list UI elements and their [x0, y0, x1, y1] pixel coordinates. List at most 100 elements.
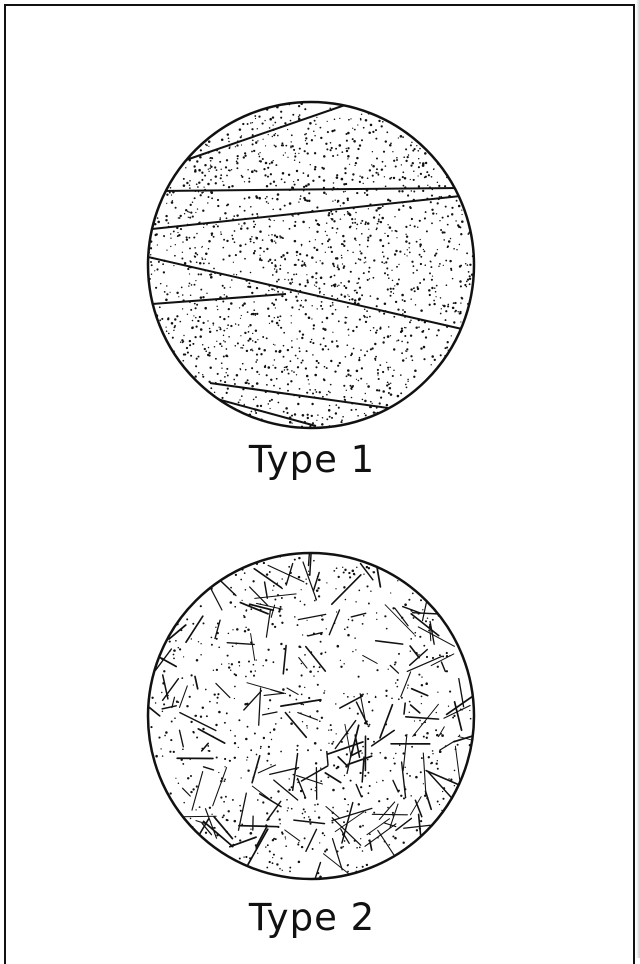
stipple-dot: [244, 332, 246, 334]
needle-crystal: [335, 721, 355, 749]
stipple-dot: [309, 227, 310, 228]
stipple-dot: [326, 317, 329, 320]
stipple-dot: [299, 114, 301, 116]
stipple-dot: [310, 164, 311, 165]
stipple-dot: [263, 168, 265, 170]
stipple-dot: [424, 152, 427, 155]
stipple-dot: [210, 166, 212, 168]
type2-specimen-circle: [148, 543, 479, 888]
stipple-dot: [439, 654, 441, 656]
needle-crystal: [285, 830, 300, 841]
stipple-dot: [156, 268, 158, 270]
stipple-dot: [360, 838, 361, 839]
stipple-dot: [245, 676, 247, 678]
stipple-dot: [237, 155, 239, 157]
stipple-dot: [250, 671, 252, 673]
stipple-dot: [281, 178, 283, 180]
stipple-dot: [163, 703, 165, 705]
stipple-dot: [315, 762, 317, 764]
stipple-dot: [270, 379, 272, 381]
stipple-dot: [329, 405, 330, 406]
stipple-dot: [301, 264, 303, 266]
stipple-dot: [223, 335, 224, 336]
stipple-dot: [187, 352, 189, 354]
needle-crystal: [404, 825, 431, 828]
stipple-dot: [263, 737, 265, 739]
stipple-dot: [372, 175, 374, 177]
stipple-dot: [432, 212, 434, 214]
stipple-dot: [251, 128, 253, 130]
stipple-dot: [370, 348, 372, 350]
stipple-dot: [150, 261, 152, 263]
stipple-dot: [387, 274, 389, 276]
needle-crystal: [227, 643, 254, 645]
stipple-dot: [274, 289, 275, 290]
stipple-dot: [190, 775, 192, 777]
stipple-dot: [381, 217, 384, 220]
needle-crystal: [264, 693, 283, 695]
stipple-dot: [223, 330, 225, 332]
stipple-dot: [420, 256, 422, 258]
type2-needles: [148, 543, 479, 888]
stipple-dot: [233, 262, 234, 263]
stipple-dot: [368, 567, 370, 569]
stipple-dot: [369, 724, 371, 726]
stipple-dot: [269, 732, 271, 734]
stipple-dot: [376, 612, 377, 613]
stipple-dot: [241, 600, 242, 601]
stipple-dot: [260, 353, 262, 355]
stipple-dot: [271, 234, 273, 236]
stipple-dot: [260, 746, 262, 748]
stipple-dot: [359, 181, 361, 183]
stipple-dot: [420, 263, 422, 265]
stipple-dot: [446, 652, 448, 654]
needle-crystal: [293, 754, 298, 791]
stipple-dot: [304, 817, 306, 819]
stipple-dot: [198, 372, 200, 374]
stipple-dot: [155, 287, 157, 289]
stipple-dot: [290, 360, 292, 362]
stipple-dot: [454, 785, 455, 786]
stipple-dot: [298, 153, 299, 154]
stipple-dot: [236, 374, 239, 377]
stipple-dot: [204, 164, 206, 166]
stipple-dot: [427, 185, 428, 186]
stipple-dot: [387, 224, 388, 225]
stipple-dot: [207, 745, 209, 747]
stipple-dot: [312, 393, 314, 395]
stipple-dot: [227, 655, 229, 657]
stipple-dot: [314, 374, 317, 377]
stipple-dot: [424, 217, 426, 219]
stipple-dot: [361, 294, 363, 296]
stipple-dot: [338, 268, 340, 270]
stipple-dot: [228, 147, 230, 149]
stipple-dot: [305, 299, 307, 301]
stipple-dot: [421, 757, 423, 759]
stipple-dot: [298, 105, 300, 107]
stipple-dot: [363, 615, 365, 617]
stipple-dot: [228, 336, 230, 338]
stipple-dot: [272, 198, 274, 200]
stipple-dot: [262, 139, 263, 140]
stipple-dot: [272, 661, 274, 663]
stipple-dot: [400, 331, 402, 333]
stipple-dot: [387, 199, 390, 202]
stipple-dot: [274, 599, 276, 601]
stipple-dot: [418, 326, 420, 328]
stipple-dot: [316, 420, 317, 421]
stipple-dot: [385, 695, 387, 697]
stipple-dot: [328, 391, 330, 393]
stipple-dot: [304, 811, 306, 813]
stipple-dot: [251, 385, 254, 388]
stipple-dot: [235, 323, 237, 325]
stipple-dot: [385, 140, 387, 142]
stipple-dot: [445, 319, 447, 321]
stipple-dot: [406, 236, 408, 238]
stipple-dot: [330, 142, 332, 144]
stipple-dot: [410, 795, 411, 796]
stipple-dot: [317, 684, 319, 686]
stipple-dot: [331, 295, 333, 297]
stipple-dot: [382, 245, 384, 247]
stipple-dot: [316, 727, 318, 729]
needle-crystal: [252, 786, 274, 803]
